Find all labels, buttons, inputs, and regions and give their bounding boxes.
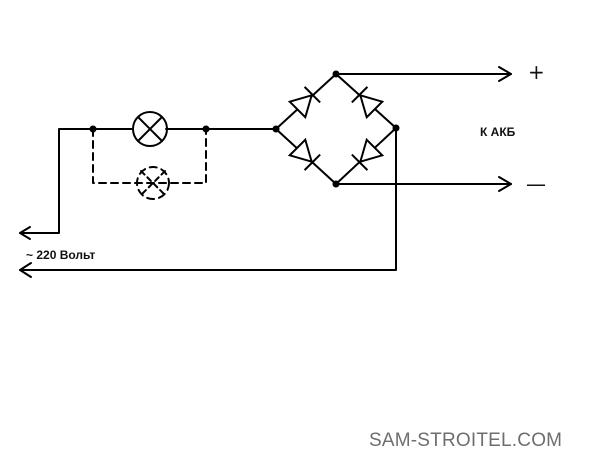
diode-upper-left	[287, 86, 321, 120]
node-bridge-top	[332, 70, 340, 78]
plus-label: +	[528, 60, 545, 84]
node-bridge-bottom	[332, 180, 340, 188]
minus-arrow-head	[498, 176, 512, 192]
optional-branch	[92, 128, 207, 184]
battery-label: К АКБ	[480, 125, 516, 139]
node-bridge-left	[272, 125, 280, 133]
input-arrow-head	[19, 226, 31, 240]
site-watermark: SAM-STROITEL.COM	[369, 430, 563, 450]
node-lamp-left	[89, 125, 97, 133]
node-lamp-right	[202, 125, 210, 133]
lamp-cross	[137, 116, 163, 142]
lamp-icon	[132, 111, 168, 147]
input-wire-vertical	[19, 128, 94, 234]
optional-lamp-icon	[136, 166, 170, 200]
return-arrow-head	[19, 262, 32, 278]
node-bridge-right	[392, 124, 400, 132]
diode-upper-right	[351, 86, 385, 120]
diode-lower-left	[287, 137, 321, 171]
ac-symbol: ~	[26, 248, 34, 262]
voltage-text: 220 Вольт	[36, 248, 96, 262]
minus-label: —	[526, 172, 546, 196]
optional-lamp-cross	[140, 170, 166, 196]
voltage-label: ~ 220 Вольт	[26, 248, 95, 262]
return-wire	[19, 127, 397, 271]
plus-arrow-head	[498, 66, 512, 82]
diode-lower-right	[351, 137, 385, 171]
